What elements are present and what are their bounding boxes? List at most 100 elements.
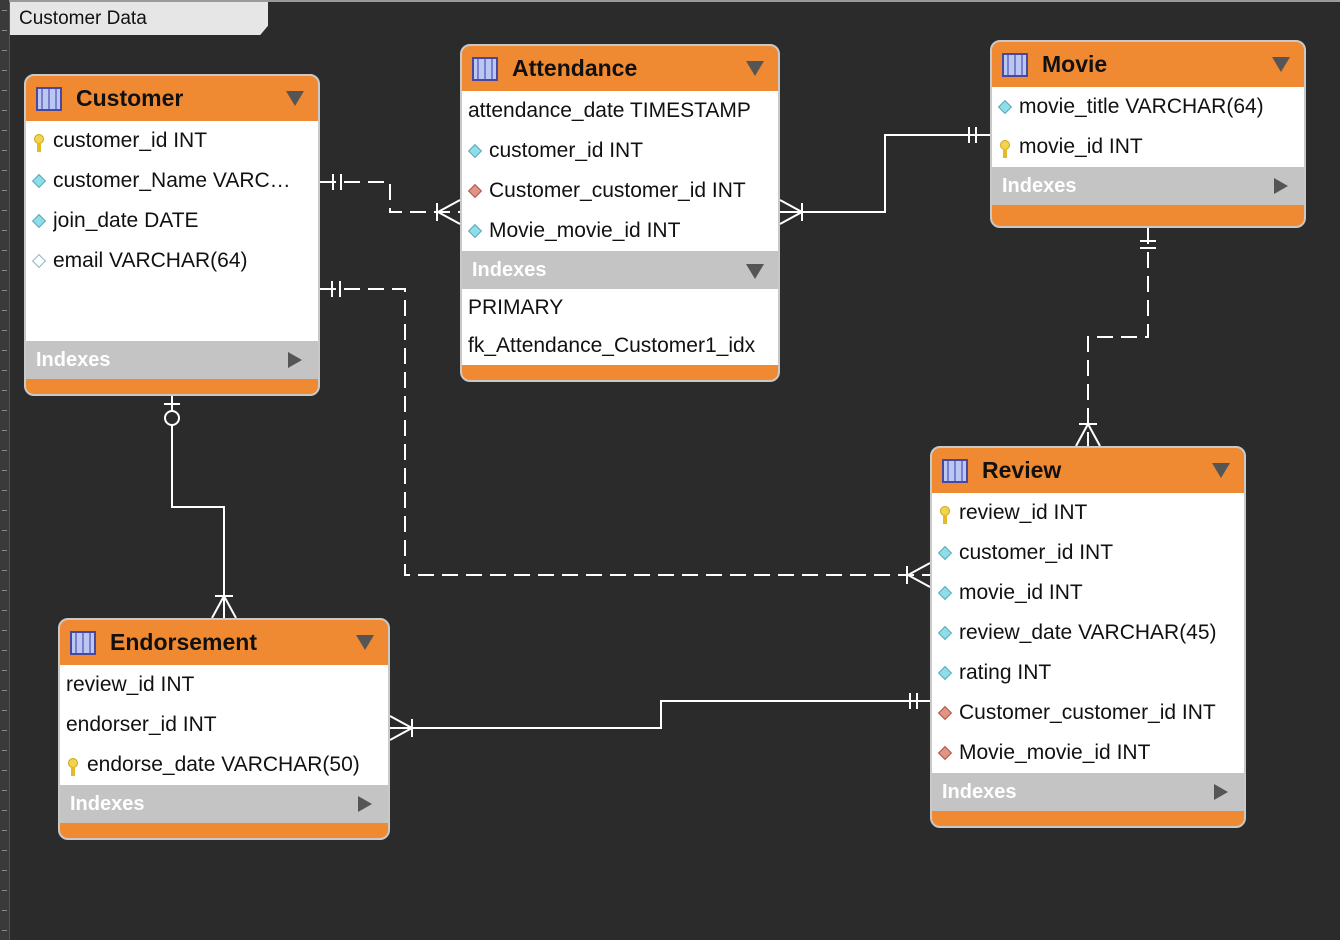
indexes-label: Indexes: [70, 793, 145, 815]
column-row[interactable]: customer_id INT: [462, 131, 778, 171]
ruler-tick: [2, 290, 7, 291]
diamond-icon: [32, 174, 46, 188]
column-name: customer_id INT: [489, 139, 644, 162]
column-name: customer_id INT: [959, 541, 1114, 564]
entity-header[interactable]: Movie: [992, 42, 1304, 87]
ruler-tick: [2, 10, 7, 11]
key-icon: [998, 140, 1012, 158]
entity-header[interactable]: Customer: [26, 76, 318, 121]
many-marker: [389, 715, 415, 741]
table-icon: [1002, 52, 1028, 77]
fk-icon: [938, 706, 952, 720]
diamond-icon: [32, 214, 46, 228]
ruler-tick: [2, 310, 7, 311]
index-item[interactable]: fk_Attendance_Customer1_idx: [468, 334, 756, 357]
indexes-section-header[interactable]: Indexes: [932, 773, 1244, 811]
column-row[interactable]: rating INT: [932, 653, 1244, 693]
column-row[interactable]: review_id INT: [932, 493, 1244, 533]
index-item[interactable]: PRIMARY: [468, 296, 564, 319]
expand-arrow-icon[interactable]: [1214, 784, 1228, 800]
column-row[interactable]: customer_id INT: [932, 533, 1244, 573]
indexes-section-header[interactable]: Indexes: [60, 785, 388, 823]
collapse-arrow-icon[interactable]: [1272, 57, 1290, 72]
relationship-movie-review[interactable]: [1087, 228, 1149, 446]
collapse-arrow-icon[interactable]: [746, 61, 764, 76]
entity-header[interactable]: Review: [932, 448, 1244, 493]
column-row[interactable]: attendance_date TIMESTAMP: [462, 91, 778, 131]
one-only-marker: [332, 174, 342, 190]
column-row[interactable]: Customer_customer_id INT: [462, 171, 778, 211]
column-list: movie_title VARCHAR(64)movie_id INT: [992, 87, 1304, 167]
column-row[interactable]: endorse_date VARCHAR(50): [60, 745, 388, 785]
entity-review[interactable]: Review review_id INT customer_id INT movie…: [930, 446, 1246, 828]
table-icon: [36, 86, 62, 111]
entity-attendance[interactable]: Attendance attendance_date TIMESTAMP cust…: [460, 44, 780, 382]
one-only-marker: [331, 281, 341, 297]
indexes-section-header[interactable]: Indexes: [462, 251, 778, 289]
entity-movie[interactable]: Movie movie_title VARCHAR(64)movie_id IN…: [990, 40, 1306, 228]
column-row[interactable]: review_date VARCHAR(45): [932, 613, 1244, 653]
entity-header[interactable]: Endorsement: [60, 620, 388, 665]
indexes-section-header[interactable]: Indexes: [26, 341, 318, 379]
diamond-icon: [938, 586, 952, 600]
entity-header[interactable]: Attendance: [462, 46, 778, 91]
column-row[interactable]: movie_id INT: [992, 127, 1304, 167]
ruler-tick: [2, 430, 7, 431]
column-name: rating INT: [959, 661, 1052, 684]
column-name: review_id INT: [959, 501, 1088, 524]
layer-title-tab[interactable]: Customer Data: [10, 2, 268, 35]
entity-customer[interactable]: Customer customer_id INT customer_Name VA…: [24, 74, 320, 396]
diamond-icon: [938, 546, 952, 560]
indexes-section-header[interactable]: Indexes: [992, 167, 1304, 205]
ruler-tick: [2, 350, 7, 351]
column-row[interactable]: movie_id INT: [932, 573, 1244, 613]
entity-footer: [26, 379, 318, 391]
column-row[interactable]: customer_Name VARC…: [26, 161, 318, 201]
relationship-movie-attendance[interactable]: [780, 134, 990, 213]
column-name: review_date VARCHAR(45): [959, 621, 1217, 644]
many-marker: [905, 562, 931, 588]
diamond-icon: [938, 626, 952, 640]
ruler-tick: [2, 670, 7, 671]
column-row[interactable]: endorser_id INT: [60, 705, 388, 745]
column-row[interactable]: review_id INT: [60, 665, 388, 705]
relationship-customer-attendance[interactable]: [320, 181, 460, 213]
column-row[interactable]: customer_id INT: [26, 121, 318, 161]
ruler-tick: [2, 30, 7, 31]
ruler-tick: [2, 490, 7, 491]
ruler-tick: [2, 750, 7, 751]
expand-arrow-icon[interactable]: [1274, 178, 1288, 194]
left-ruler: [0, 0, 10, 940]
indexes-label: Indexes: [942, 781, 1017, 803]
column-row[interactable]: Movie_movie_id INT: [462, 211, 778, 251]
column-row[interactable]: join_date DATE: [26, 201, 318, 241]
ruler-tick: [2, 230, 7, 231]
collapse-arrow-icon[interactable]: [286, 91, 304, 106]
table-icon: [472, 56, 498, 81]
relationship-customer-endorsement[interactable]: [171, 396, 225, 618]
ruler-tick: [2, 70, 7, 71]
ruler-tick: [2, 510, 7, 511]
ruler-tick: [2, 270, 7, 271]
collapse-arrow-icon[interactable]: [1212, 463, 1230, 478]
ruler-tick: [2, 930, 7, 931]
one-only-marker: [968, 127, 977, 143]
collapse-arrow-icon[interactable]: [746, 264, 764, 279]
column-row[interactable]: email VARCHAR(64): [26, 241, 318, 281]
column-list: customer_id INT customer_Name VARC…join_d…: [26, 121, 318, 341]
ruler-tick: [2, 610, 7, 611]
collapse-arrow-icon[interactable]: [356, 635, 374, 650]
column-row[interactable]: Movie_movie_id INT: [932, 733, 1244, 773]
diamond-icon: [938, 666, 952, 680]
column-name: customer_id INT: [53, 129, 208, 152]
column-row[interactable]: movie_title VARCHAR(64): [992, 87, 1304, 127]
relationship-customer-review[interactable]: [320, 288, 930, 576]
expand-arrow-icon[interactable]: [288, 352, 302, 368]
ruler-tick: [2, 330, 7, 331]
expand-arrow-icon[interactable]: [358, 796, 372, 812]
canvas-top-border: [9, 0, 1340, 2]
relationship-review-endorsement[interactable]: [390, 700, 930, 729]
column-row[interactable]: Customer_customer_id INT: [932, 693, 1244, 733]
ruler-tick: [2, 130, 7, 131]
